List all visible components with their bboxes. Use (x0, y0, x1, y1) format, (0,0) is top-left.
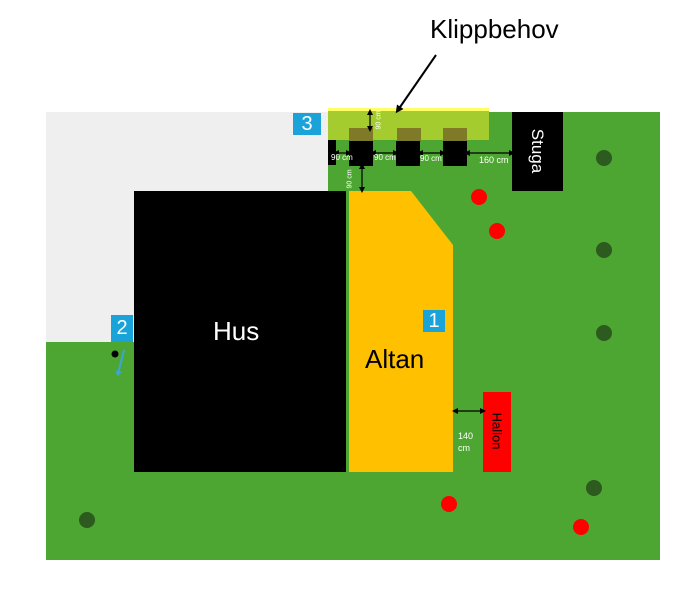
dim-gap-3-label: 90 cm (420, 154, 442, 163)
dim-gap-2-label: 90 cm (374, 153, 396, 162)
dim-gap-raspberry-label-2: cm (458, 443, 470, 453)
dim-gap-house-label: 90 cm (346, 169, 354, 189)
raspberry-bed (483, 392, 511, 472)
dim-hedge-depth-label: 90 cm (375, 110, 383, 130)
shrub-block (443, 141, 467, 166)
cabin-label: Stuga (528, 128, 547, 174)
berry-bush (573, 519, 589, 535)
shrub-top (443, 128, 467, 142)
marker-dot (111, 350, 119, 358)
shrub-block (328, 140, 336, 165)
marker-badge-3: 3 (293, 113, 321, 135)
dim-gap-raspberry-label-1: 140 (458, 431, 474, 441)
house (134, 191, 346, 472)
tree (596, 325, 612, 341)
house-label: Hus (213, 316, 260, 346)
tree (79, 512, 95, 528)
shrub-block (349, 141, 373, 166)
berry-bush (489, 223, 505, 239)
berry-bush (441, 496, 457, 512)
direction-arrow (115, 349, 125, 377)
marker-badge-2: 2 (111, 315, 133, 342)
dim-gap-cabin-label: 160 cm (479, 155, 509, 165)
tree (586, 480, 602, 496)
tree (596, 242, 612, 258)
deck (349, 191, 453, 472)
tree (596, 150, 612, 166)
marker-badge-1: 1 (423, 310, 445, 332)
berry-bush (471, 189, 487, 205)
cabin (512, 112, 563, 191)
shrub-top (397, 128, 421, 142)
deck-label: Altan (365, 344, 425, 374)
paved-area (46, 112, 328, 342)
raspberry-label: Hallon (489, 412, 505, 450)
hedge-top-line (328, 108, 489, 111)
annotation-arrow (395, 54, 437, 114)
annotation-title: Klippbehov (430, 14, 559, 44)
shrub-block (396, 141, 420, 166)
dim-gap-1-label: 90 cm (331, 153, 353, 162)
shrub-top (349, 128, 373, 142)
